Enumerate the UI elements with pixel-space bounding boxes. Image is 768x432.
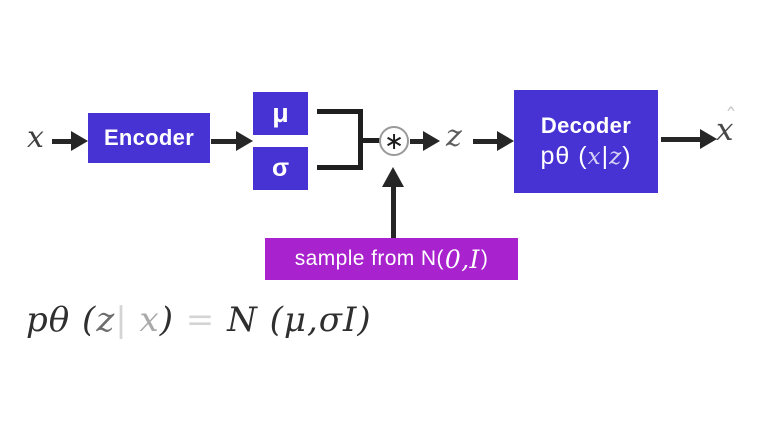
arrow-shaft [211,139,238,144]
decoder-expression: pθ (x|z) [540,142,631,171]
output-x-char: x [716,112,734,148]
sample-text-suffix: ) [480,247,489,270]
formula-seg: N (μ,σI) [227,300,372,340]
decoder-label: Decoder [540,112,632,138]
formula-seg: x [127,300,160,340]
bracket-line-bottom [317,165,363,170]
formula-seg: = [185,300,228,340]
posterior-formula: pθ (z| x) = N (μ,σI) [26,300,372,340]
decoder-expr-prefix: pθ ( [540,141,588,170]
decoder-box: Decoder pθ (x|z) [514,90,658,193]
formula-seg: | [115,300,128,340]
latent-z-label: z [446,119,462,154]
arrow-sample-shaft [391,186,396,239]
arrow-head-icon [236,131,253,151]
mu-box: μ [253,92,308,135]
arrow-shaft [473,139,499,144]
mu-label: μ [272,98,289,128]
decoder-expr-bar: | [601,141,610,170]
bracket-line-middle [363,138,380,143]
sample-text-prefix: sample from N( [294,247,444,270]
encoder-label: Encoder [103,125,195,150]
arrow-shaft [661,137,702,142]
decoder-expr-x: x [587,143,602,170]
multiply-node: ∗ [379,126,409,156]
bracket-line-vertical [358,109,363,170]
formula-seg: ) [159,300,186,340]
formula-seg: z [96,300,116,340]
arrow-head-icon [423,131,440,151]
sigma-label: σ [271,154,290,182]
arrow-head-icon [700,129,717,149]
hat-accent: ˆ [725,104,737,132]
input-x-label: x [27,120,44,155]
decoder-expr-suffix: ) [622,141,632,170]
arrow-shaft [52,139,73,144]
bracket-line-top [317,109,363,114]
sigma-box: σ [253,147,308,190]
arrow-sample-head-icon [382,167,404,187]
arrow-shaft [410,139,425,144]
decoder-expr-z: z [609,143,623,170]
arrow-head-icon [497,131,514,151]
sample-text-value: 0,I [444,244,480,274]
formula-seg: pθ ( [26,300,97,340]
asterisk-icon: ∗ [383,127,405,155]
encoder-box: Encoder [88,113,210,163]
arrow-head-icon [71,131,88,151]
sample-box: sample from N(0,I) [265,238,518,280]
